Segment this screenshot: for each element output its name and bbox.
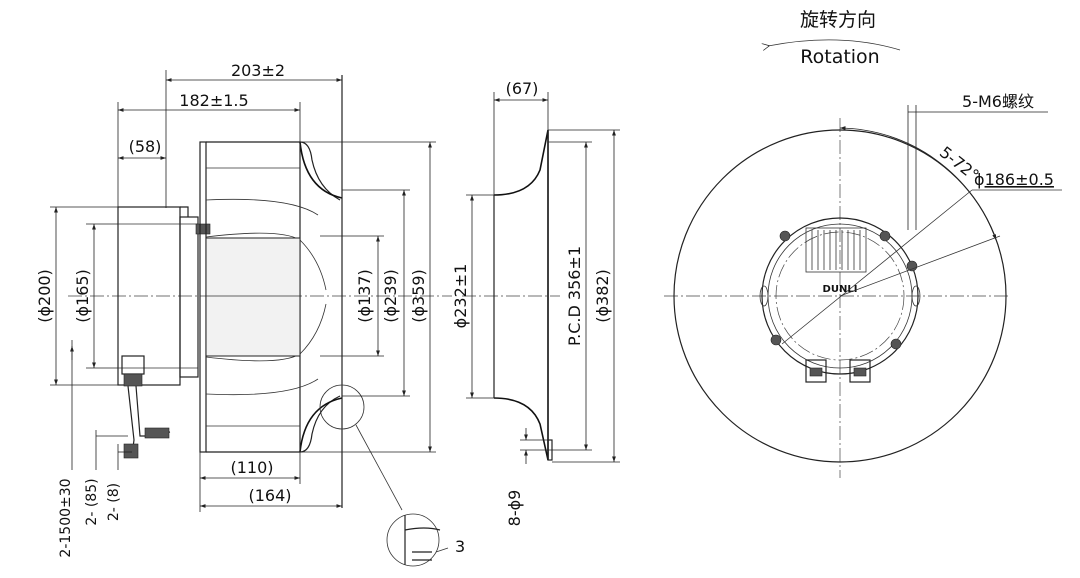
dim-cable-length: 2-1500±30 bbox=[58, 478, 74, 557]
connector-right bbox=[849, 359, 871, 383]
back-plate bbox=[199, 141, 207, 453]
dim-cable-85: 2- (85) bbox=[84, 478, 100, 525]
dim-pcd: P.C.D 356±1 bbox=[565, 246, 584, 346]
rotation-label-cn: 旋转方向 bbox=[800, 9, 876, 31]
dim-detail: 3 bbox=[455, 537, 465, 556]
detail-view bbox=[386, 513, 440, 567]
dim-dia-165: (ϕ165) bbox=[73, 269, 92, 323]
dim-inlet-width: (110) bbox=[230, 458, 273, 477]
thread-label: 5-M6螺纹 bbox=[962, 92, 1034, 111]
dim-dia-382: (ϕ382) bbox=[593, 269, 612, 323]
dim-body-width: 182±1.5 bbox=[179, 91, 248, 110]
dim-dia-200: (ϕ200) bbox=[35, 269, 54, 323]
dim-mount-offset: (58) bbox=[129, 137, 162, 156]
dim-dia-239: (ϕ239) bbox=[381, 269, 400, 323]
rotation-indicator: 旋转方向 Rotation bbox=[768, 9, 901, 68]
inlet-ring-view: (67) ϕ232±1 P.C.D 356±1 (ϕ382) 8-ϕ9 bbox=[451, 79, 620, 526]
rotation-arrow bbox=[768, 39, 901, 50]
dim-holes: 8-ϕ9 bbox=[505, 490, 524, 527]
dim-overall-width: 203±2 bbox=[231, 61, 285, 80]
dim-wheel-width: (164) bbox=[248, 486, 291, 505]
connector-left bbox=[805, 359, 827, 383]
dim-cable-8: 2- (8) bbox=[106, 483, 122, 521]
dim-dia-232: ϕ232±1 bbox=[451, 264, 470, 329]
rotation-label-en: Rotation bbox=[800, 46, 879, 68]
dim-dia-137: (ϕ137) bbox=[355, 269, 374, 323]
dim-dia-359: (ϕ359) bbox=[409, 269, 428, 323]
dim-depth: (67) bbox=[506, 79, 539, 98]
motor-body bbox=[117, 206, 181, 386]
detail-marker bbox=[319, 384, 365, 430]
bolt-circle-label: ϕ186±0.5 bbox=[974, 170, 1054, 189]
front-view: DUNLI 5-M6螺纹 5-72° ϕ186±0.5 bbox=[664, 92, 1062, 478]
side-view: 203±2 182±1.5 (58) (ϕ200) (ϕ165) 2-1500±… bbox=[35, 61, 465, 567]
brand-logo: DUNLI bbox=[823, 284, 858, 295]
